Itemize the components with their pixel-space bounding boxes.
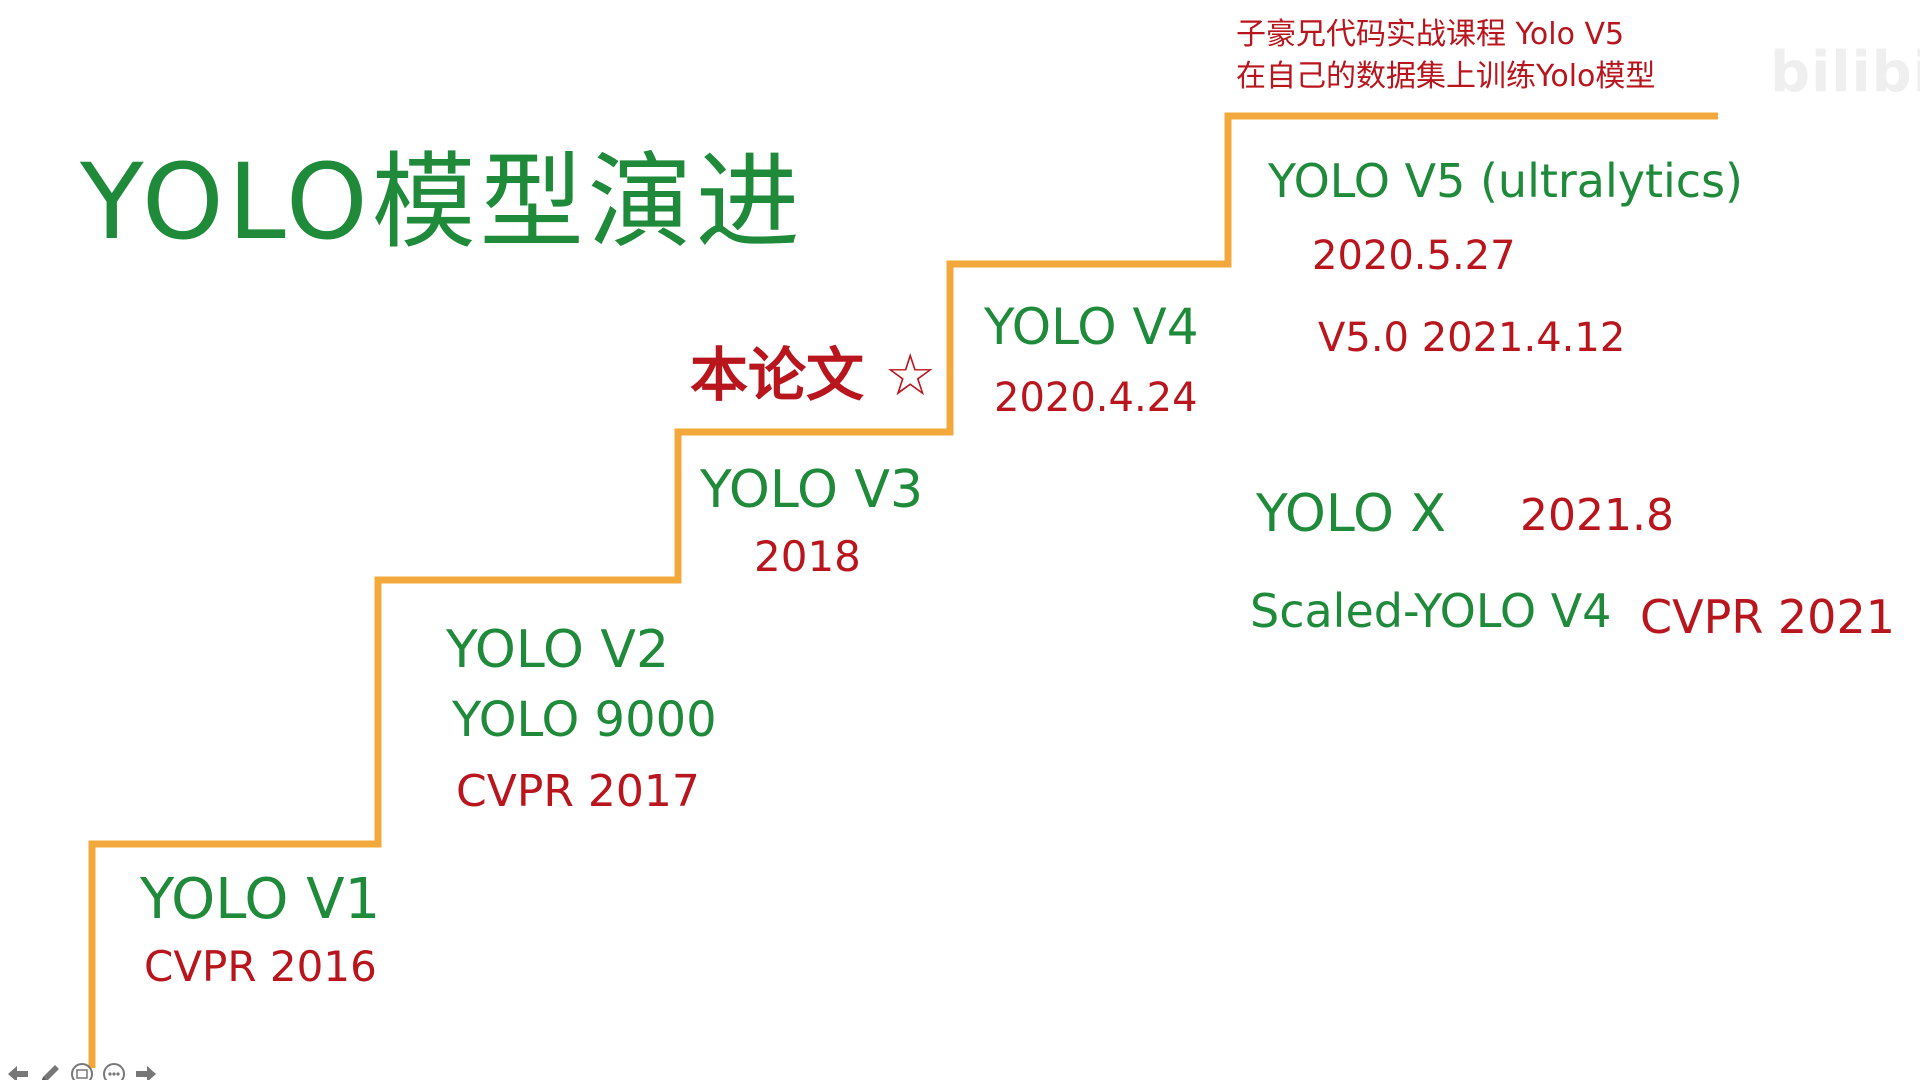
yolo-v3-year: 2018 <box>754 532 861 581</box>
yolo-v2-venue: CVPR 2017 <box>456 766 700 817</box>
yolo-v1-name: YOLO V1 <box>140 867 381 932</box>
slides-icon[interactable] <box>68 1060 96 1080</box>
yolo-v5-name: YOLO V5 (ultralytics) <box>1268 154 1744 208</box>
pen-icon[interactable] <box>36 1060 64 1080</box>
yolo-v5-release: V5.0 2021.4.12 <box>1318 315 1626 361</box>
arrow-right-icon[interactable] <box>132 1060 160 1080</box>
yolo-v2-name: YOLO V2 <box>446 620 670 680</box>
yolo-v1-venue: CVPR 2016 <box>144 942 377 991</box>
yolo-v4-name: YOLO V4 <box>984 298 1199 356</box>
page-title: YOLO模型演进 <box>80 141 804 263</box>
course-banner-line1: 子豪兄代码实战课程 Yolo V5 <box>1236 17 1625 52</box>
course-banner-line2: 在自己的数据集上训练Yolo模型 <box>1236 59 1656 94</box>
more-icon[interactable] <box>100 1060 128 1080</box>
yolo-v3-name: YOLO V3 <box>700 460 924 520</box>
yolo-x-date: 2021.8 <box>1520 490 1674 541</box>
scaled-yolo-v4-venue: CVPR 2021 <box>1640 590 1895 644</box>
yolo-x-name: YOLO X <box>1256 484 1447 544</box>
yolo-9000-name: YOLO 9000 <box>452 692 717 748</box>
yolo-v5-date: 2020.5.27 <box>1312 233 1516 279</box>
this-paper-note: 本论文 ☆ <box>690 341 937 409</box>
scaled-yolo-v4-name: Scaled-YOLO V4 <box>1250 584 1612 638</box>
yolo-v4-date: 2020.4.24 <box>994 375 1198 421</box>
presentation-toolbar <box>4 1058 160 1080</box>
bilibili-watermark: bilibili <box>1770 40 1920 105</box>
arrow-left-icon[interactable] <box>4 1060 32 1080</box>
